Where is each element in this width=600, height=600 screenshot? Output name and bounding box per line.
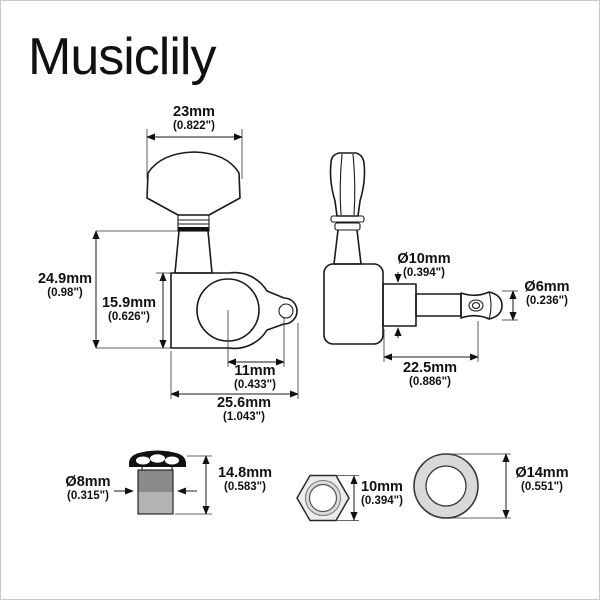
- threaded-boss: [382, 283, 417, 327]
- washer-drawing: [413, 453, 511, 519]
- dim-label-overall-height: 24.9mm (0.98"): [37, 271, 93, 300]
- dim-label-boss-dia: Ø10mm (0.394"): [397, 251, 451, 280]
- dim-label-button-width: 23mm (0.822"): [173, 104, 215, 133]
- nut-thread-hole: [308, 483, 338, 513]
- dim-label-screw-offset: 11mm (0.433"): [234, 363, 276, 392]
- string-post-tip: [460, 291, 503, 320]
- bushing-body-upper: [138, 470, 173, 492]
- button-shaft: [174, 230, 213, 274]
- dim-label-bushing-dia: Ø8mm (0.315"): [65, 474, 111, 503]
- hex-nut-drawing: [296, 474, 359, 522]
- dim-label-nut-size: 10mm (0.394"): [361, 479, 403, 508]
- string-post: [415, 293, 462, 317]
- tuner-button-side: [329, 152, 366, 217]
- dim-label-overall-width: 25.6mm (1.043"): [216, 395, 272, 424]
- bushing-drawing: [114, 450, 212, 515]
- button-shaft-side: [333, 229, 362, 265]
- button-collar: [177, 214, 210, 232]
- dim-label-housing-height: 15.9mm (0.626"): [101, 295, 157, 324]
- brand-logo: Musiclily: [28, 28, 216, 86]
- mount-screw-hole: [278, 303, 294, 319]
- dim-label-washer-dia: Ø14mm (0.551"): [515, 465, 569, 494]
- string-hole: [468, 299, 484, 312]
- tuner-housing-front: [170, 271, 298, 350]
- side-view-drawing: [323, 152, 518, 362]
- tuner-button-front: [146, 151, 241, 216]
- gear-cover-circle: [196, 278, 260, 342]
- bushing-body-lower: [138, 492, 173, 514]
- front-view-drawing: [92, 129, 299, 399]
- dim-label-post-length: 22.5mm (0.886"): [402, 360, 458, 389]
- button-collar-side: [330, 215, 365, 231]
- dim-label-post-dia: Ø6mm (0.236"): [524, 279, 570, 308]
- tuner-housing-side: [323, 263, 384, 345]
- dim-label-bushing-height: 14.8mm (0.583"): [217, 465, 273, 494]
- washer-hole: [425, 465, 467, 507]
